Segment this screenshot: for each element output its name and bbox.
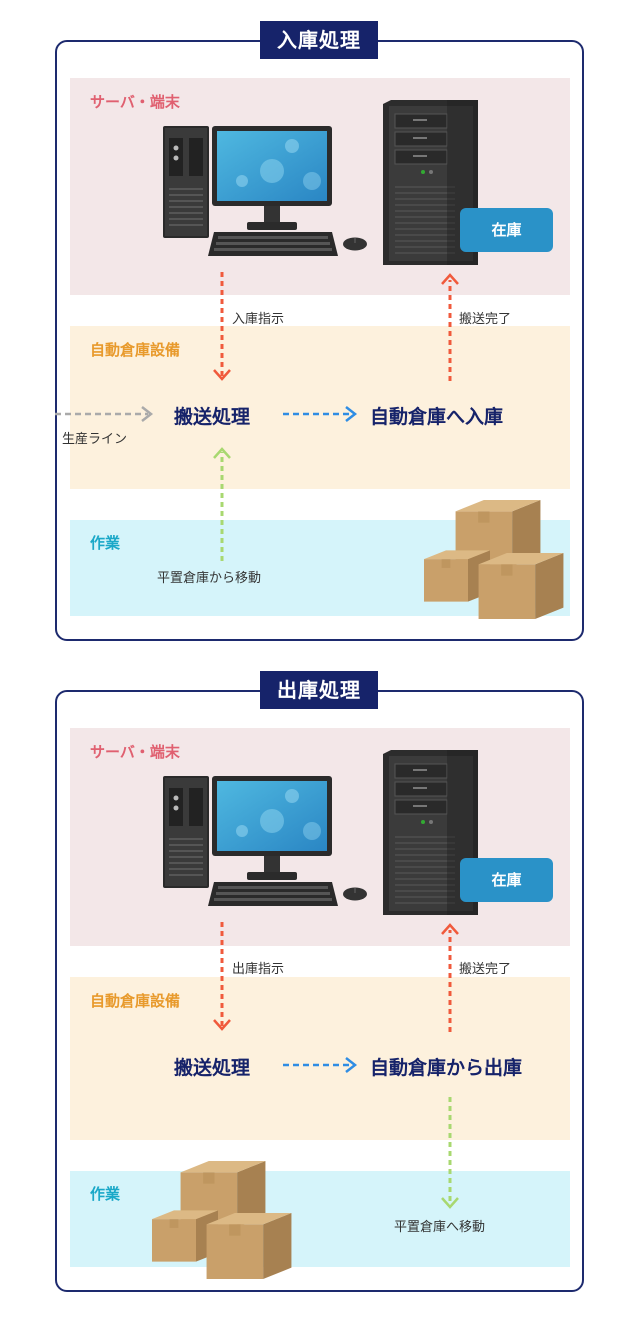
inbound-transport-text: 搬送処理 xyxy=(174,406,251,428)
cardboard-box-icon xyxy=(203,1213,295,1279)
inbound-transport-done-label: 搬送完了 xyxy=(459,312,512,327)
move-arrowhead xyxy=(441,1197,459,1209)
cardboard-box-icon xyxy=(475,553,567,619)
inbound-arrows xyxy=(55,272,459,561)
outbound-equipment-label: 自動倉庫設備 xyxy=(90,992,181,1010)
inbound-move-label: 平置倉庫から移動 xyxy=(157,571,262,586)
outbound-server-label: サーバ・端末 xyxy=(90,743,180,761)
inbound-equipment-label: 自動倉庫設備 xyxy=(90,341,181,359)
transport-to-result-arrowhead xyxy=(345,1057,358,1073)
instruction-arrowhead xyxy=(213,1019,231,1031)
outbound-move-label: 平置倉庫へ移動 xyxy=(394,1220,486,1235)
inbound-equipment-zone: 自動倉庫設備 xyxy=(70,326,570,489)
inbound-instruction-label: 入庫指示 xyxy=(232,312,285,327)
outbound-equipment-zone: 自動倉庫設備 xyxy=(70,977,570,1140)
transport-done-arrowhead xyxy=(441,923,459,935)
outbound-transport-text: 搬送処理 xyxy=(174,1057,251,1079)
line-arrowhead xyxy=(141,406,154,422)
inbound-stock-badge: 在庫 xyxy=(460,208,553,252)
outbound-stock-badge: 在庫 xyxy=(460,858,553,902)
move-arrowhead xyxy=(213,447,231,459)
inbound-result-text: 自動倉庫へ入庫 xyxy=(370,406,504,428)
outbound-result-text: 自動倉庫から出庫 xyxy=(370,1057,523,1079)
transport-to-result-arrowhead xyxy=(345,406,358,422)
inbound-work-label: 作業 xyxy=(90,534,121,552)
inbound-server-zone: サーバ・端末 xyxy=(70,78,570,295)
inbound-title: 入庫処理 xyxy=(260,21,378,59)
transport-done-arrowhead xyxy=(441,273,459,285)
instruction-arrowhead xyxy=(213,369,231,381)
inbound-server-label: サーバ・端末 xyxy=(90,93,180,111)
outbound-instruction-label: 出庫指示 xyxy=(232,962,285,977)
outbound-transport-done-label: 搬送完了 xyxy=(459,962,512,977)
outbound-work-label: 作業 xyxy=(90,1185,121,1203)
outbound-arrows xyxy=(213,922,459,1209)
inbound-line-label: 生産ライン xyxy=(62,432,128,447)
outbound-title: 出庫処理 xyxy=(260,671,378,709)
